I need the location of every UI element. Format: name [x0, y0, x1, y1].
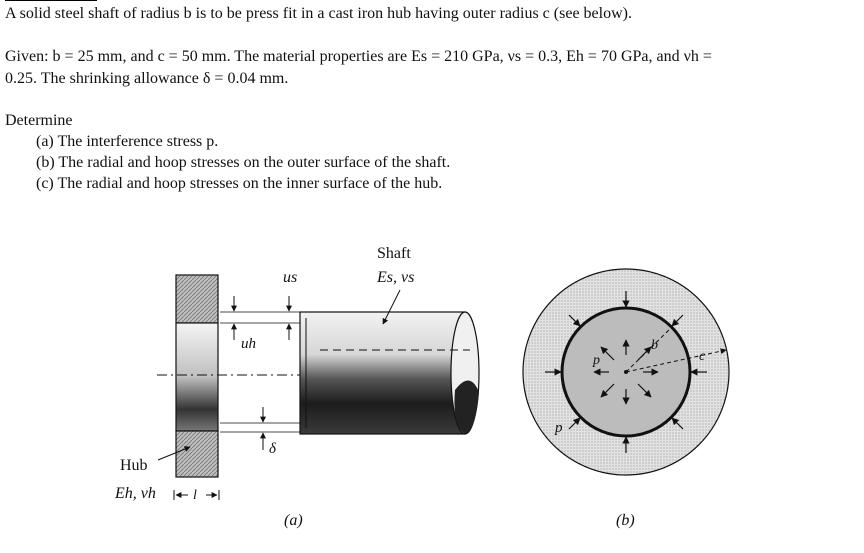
us-label: us: [283, 269, 297, 286]
problem-intro: A solid steel shaft of radius b is to be…: [5, 5, 632, 22]
caption-a: (a): [284, 512, 303, 529]
hub-hatch-top: [175, 274, 219, 324]
shaft-cylinder: [299, 311, 466, 435]
task-a: (a) The interference stress p.: [36, 133, 219, 150]
delta-label: δ: [269, 441, 277, 457]
b-label: b: [651, 338, 658, 353]
c-label: c: [699, 349, 706, 364]
task-list: (a) The interference stress p. (b) The r…: [36, 131, 450, 194]
hub-hatch-bottom: [175, 430, 219, 478]
hub-label: Hub: [120, 457, 148, 474]
dimension-marks: [173, 296, 300, 500]
given-line-1: Given: b = 25 mm, and c = 50 mm. The mat…: [5, 48, 712, 65]
p-label-inner: p: [592, 353, 600, 368]
task-c: (c) The radial and hoop stresses on the …: [36, 175, 443, 192]
cross-section-b: [522, 268, 730, 476]
task-b: (b) The radial and hoop stresses on the …: [36, 154, 451, 171]
caption-b: (b): [616, 512, 635, 529]
radius-b-line: [625, 326, 673, 373]
determine-heading: Determine: [5, 112, 73, 129]
hub-bore: [175, 322, 219, 432]
shaft-end-shadow: [454, 380, 479, 434]
shaft-props: Es, νs: [376, 269, 414, 286]
shaft-label: Shaft: [377, 245, 411, 262]
shaft-body: [299, 289, 480, 435]
hub-section: [175, 274, 219, 478]
title-rule: [5, 0, 97, 1]
pressure-arrows: [545, 291, 707, 453]
length-label: l: [193, 488, 197, 503]
hub-props: Eh, νh: [114, 485, 156, 502]
radius-c-line: [625, 348, 727, 373]
given-line-2: 0.25. The shrinking allowance δ = 0.04 m…: [5, 70, 289, 87]
hub-leader: [157, 446, 191, 461]
uh-label: uh: [241, 336, 256, 352]
p-label-outer: p: [554, 420, 563, 436]
shaft-leader: [382, 289, 401, 325]
